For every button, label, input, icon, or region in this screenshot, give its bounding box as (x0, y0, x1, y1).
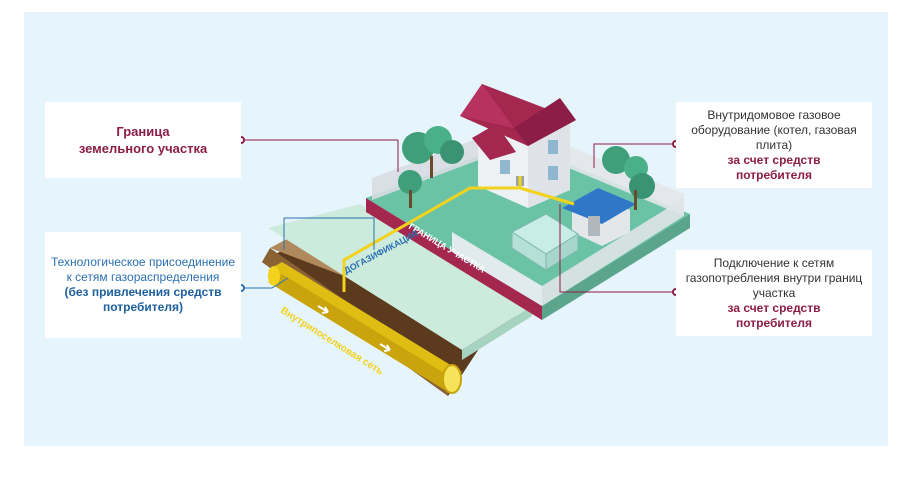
shed (562, 188, 636, 246)
indoor-equipment-bold: за счет средств потребителя (727, 152, 821, 182)
callout-tech-connection: Технологическое присоединение к сетям га… (45, 232, 241, 338)
tech-connection-text: Технологическое присоединение к сетям га… (50, 255, 236, 284)
site-connection-text: Подключение к сетям газопотребления внут… (685, 255, 863, 300)
gas-pipeline (268, 262, 462, 394)
land-border-title: Граница земельного участка (78, 124, 208, 156)
gas-lines (342, 176, 575, 292)
callout-land-border: Граница земельного участка (45, 102, 241, 178)
house (460, 84, 576, 208)
trees (398, 126, 655, 210)
callout-site-connection: Подключение к сетям газопотребления внут… (676, 250, 872, 336)
callout-indoor-equipment: Внутридомовое газовое оборудование (коте… (676, 102, 872, 188)
tech-connection-bold: (без привлечения средств потребителя) (64, 285, 222, 314)
street-slab (268, 204, 532, 360)
greenhouse (511, 213, 579, 271)
indoor-equipment-text: Внутридомовое газовое оборудование (коте… (691, 107, 857, 152)
site-connection-bold: за счет средств потребителя (727, 300, 821, 330)
